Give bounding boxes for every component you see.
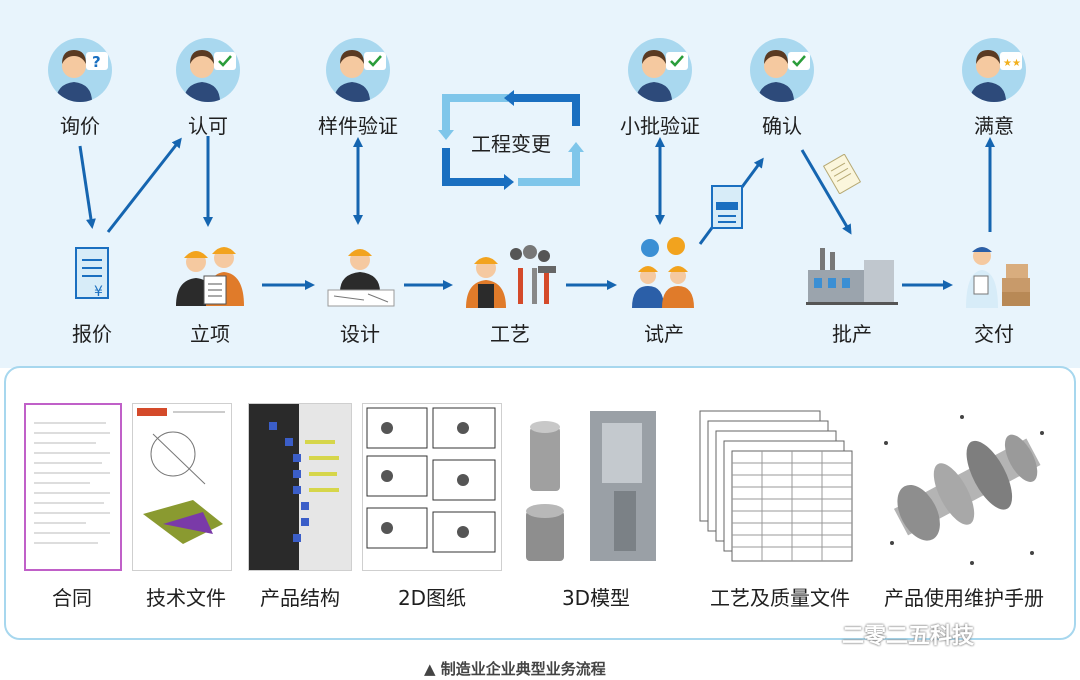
svg-text:¥: ¥ (94, 284, 103, 300)
delivery-worker-icon (966, 247, 1030, 308)
flow-arrows (78, 136, 995, 290)
doc-label-2d-drawing: 2D图纸 (397, 586, 467, 610)
avatar-approval (176, 38, 240, 102)
stage-label-sample-verify: 样件验证 (318, 114, 398, 138)
avatar-small-batch (628, 38, 692, 102)
trial-workers-icon (632, 237, 694, 308)
svg-text:★★: ★★ (1003, 58, 1021, 69)
stage-label-project: 立项 (190, 322, 230, 346)
doc-label-product-structure: 产品结构 (260, 586, 340, 610)
stage-label-approval: 认可 (188, 114, 228, 138)
product-structure-thumbnail (248, 403, 352, 571)
maintenance-manual-thumbnail (872, 403, 1058, 571)
stage-label-quote: 报价 (72, 322, 112, 346)
avatar-inquiry: ? (48, 38, 112, 102)
doc-label-3d-model: 3D模型 (561, 586, 631, 610)
figure-caption: ▲ 制造业企业典型业务流程 (424, 660, 606, 678)
arrow-quote-to-approval (106, 137, 182, 233)
2d-drawing-thumbnail (362, 403, 502, 571)
stage-label-trial: 试产 (644, 322, 684, 346)
stage-label-inquiry: 询价 (60, 114, 100, 138)
stage-label-small-batch: 小批验证 (620, 114, 700, 138)
paper-sheet-icon (822, 154, 862, 194)
stage-label-craft: 工艺 (490, 322, 530, 346)
engineering-change-label: 工程变更 (471, 132, 551, 156)
stage-label-confirm: 确认 (762, 114, 802, 138)
process-quality-doc-thumbnail (696, 403, 860, 571)
doc-label-contract: 合同 (52, 586, 92, 610)
doc-label-process-quality: 工艺及质量文件 (710, 586, 850, 610)
stage-label-satisfied: 满意 (974, 114, 1014, 138)
tech-doc-thumbnail (132, 403, 232, 571)
stage-label-design: 设计 (340, 322, 380, 346)
factory-icon (806, 248, 898, 305)
pdf-document-icon (711, 185, 743, 229)
project-team-icon (176, 247, 244, 306)
avatar-satisfied: ★★ (962, 38, 1026, 102)
engineering-change-cycle-icon (438, 90, 584, 190)
avatar-sample-verify (326, 38, 390, 102)
avatar-confirm (750, 38, 814, 102)
arrow-inquiry-to-quote (78, 145, 96, 229)
3d-model-thumbnail (518, 403, 668, 571)
arrow-confirm-to-mass (800, 149, 852, 235)
quote-document-icon: ¥ (75, 247, 109, 300)
doc-label-tech-doc: 技术文件 (146, 586, 226, 610)
contract-thumbnail (24, 403, 122, 571)
designer-icon (327, 249, 395, 307)
craftsman-tools-icon (466, 245, 556, 308)
stage-label-deliver: 交付 (974, 322, 1014, 346)
svg-text:?: ? (92, 53, 101, 71)
doc-label-manual: 产品使用维护手册 (884, 586, 1044, 610)
watermark-text: 二零二五科技 (842, 624, 975, 649)
stage-label-mass: 批产 (832, 322, 872, 346)
